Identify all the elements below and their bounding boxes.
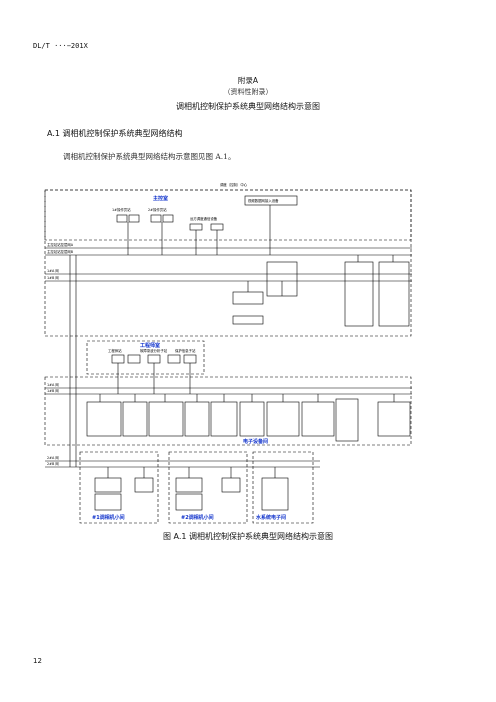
dispatch-center-label: 调度（控制）中心 — [220, 182, 248, 187]
l2-a-label: 1#A 网 — [47, 383, 59, 387]
electronic-room-label: 电子设备间 — [243, 438, 268, 445]
figure-caption: 图 A.1 调相机控制保护系统典型网络结构示意图 — [162, 532, 334, 541]
unit1-label: #1调相机小间 — [92, 514, 125, 521]
op-station-2-label: 2#操作员站 — [148, 207, 167, 212]
unit1-region — [79, 451, 159, 524]
net-b-label: 主控站站控层网B — [47, 249, 74, 254]
remote-dispatch-label: 远方调度通信设备 — [190, 216, 218, 221]
l3-a-label: 2#A 网 — [47, 456, 59, 460]
appendix-name: 调相机控制保护系统典型网络结构示意图 — [176, 102, 320, 111]
unit2-region — [168, 451, 248, 524]
unit2-label: #2调相机小间 — [181, 514, 214, 521]
fault-station-label: 故障录波分析子站 — [140, 348, 168, 353]
main-control-region — [44, 189, 412, 337]
dispatch-region — [44, 189, 412, 241]
protection-station-label: 保护信息子站 — [175, 348, 196, 353]
standard-header: DL/T ···−201X — [33, 42, 88, 50]
section-paragraph: 调相机控制保护系统典型网络结构示意图见图 A.1。 — [63, 152, 236, 161]
video-access-label: 视频数据网接入设备 — [248, 198, 279, 203]
appendix-nature: （资料性附录） — [223, 88, 273, 96]
electronic-room-region — [44, 376, 412, 446]
main-control-label: 主控室 — [153, 195, 168, 202]
section-heading: A.1 调相机控制保护系统典型网络结构 — [47, 129, 183, 138]
water-room-label: 水系统电子间 — [255, 514, 286, 521]
op-station-1-label: 1#操作员站 — [112, 207, 131, 212]
l2-b-label: 1#B 网 — [47, 389, 59, 393]
engineer-station-label: 工程师站 — [108, 348, 122, 353]
water-room-region — [252, 451, 314, 524]
engineer-room-label: 工程师室 — [140, 342, 160, 349]
net-a-label: 主控站站控层网A — [47, 242, 74, 247]
l3-b-label: 2#B 网 — [47, 462, 59, 466]
tr-b-label: 1#B 网 — [47, 276, 59, 280]
page-number: 12 — [33, 657, 42, 665]
appendix-title: 附录A — [237, 76, 259, 85]
tr-a-label: 1#A 网 — [47, 269, 59, 273]
